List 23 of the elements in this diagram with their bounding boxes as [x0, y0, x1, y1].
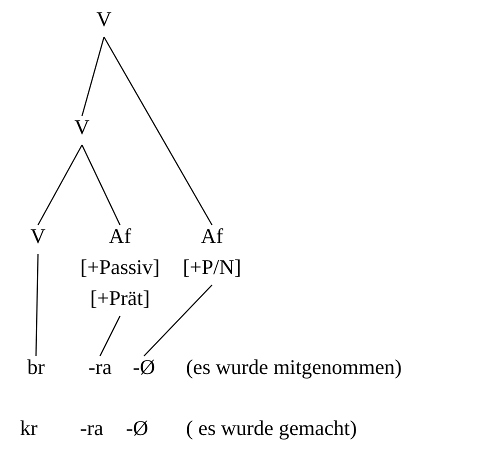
category-label: Af [200, 223, 224, 250]
feature-label: [+P/N] [182, 254, 242, 281]
tree-branch [35, 254, 39, 356]
tree-branch [37, 144, 83, 226]
category-label: V [73, 114, 91, 141]
morph-label: kr [20, 415, 38, 442]
category-label: V [95, 6, 113, 33]
morph-label: -Ø [126, 415, 148, 442]
morph-label: -ra [87, 354, 113, 381]
morph-label: br [26, 354, 46, 381]
tree-branch [103, 36, 213, 226]
morph-label: -Ø [132, 354, 156, 381]
category-label: Af [108, 223, 132, 250]
feature-label: [+Prät] [89, 285, 151, 312]
tree-branch [99, 316, 121, 356]
category-label: V [29, 223, 47, 250]
morph-label: -ra [80, 415, 104, 442]
tree-branch [144, 284, 212, 356]
tree-branch [81, 36, 105, 116]
gloss-text: (es wurde mitgenommen) [186, 354, 402, 381]
feature-label: [+Passiv] [79, 254, 161, 281]
gloss-text: ( es wurde gemacht) [186, 415, 357, 442]
tree-branch [81, 144, 121, 226]
